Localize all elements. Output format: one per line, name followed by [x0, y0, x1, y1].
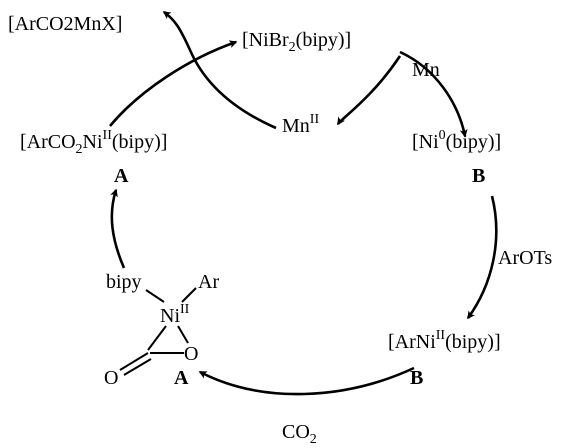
bond-ni-oxygen — [177, 325, 189, 344]
carboxylate-tag: A — [114, 165, 129, 187]
ring-oxygen-label: O — [184, 343, 198, 365]
aryl-label: Ar — [198, 271, 219, 293]
reagent-label: ArOTs — [498, 247, 552, 269]
bond-bipy-ni — [145, 289, 165, 303]
carboxylate-label: [ArCO2NiII(bipy)] — [20, 128, 167, 157]
bipy-ligand-label: bipy — [106, 271, 142, 293]
arylnickel-tag: B — [410, 367, 423, 389]
byproduct-label: [ArCO2MnX] — [8, 13, 122, 35]
arrow-to-carboxylate — [110, 188, 126, 269]
ni0-tag: B — [472, 165, 485, 187]
bond-ar-ni — [181, 287, 197, 303]
arrow-oxidative-addition — [466, 195, 498, 320]
mn-ii-label: MnII — [282, 112, 319, 137]
bond-ni-carbon — [147, 325, 167, 351]
carbonyl-oxygen-label: O — [104, 367, 118, 389]
arrow-co2-insertion — [198, 366, 415, 396]
arrow-reduction — [399, 50, 468, 138]
oxanickelacycle-tag: A — [174, 367, 189, 389]
oxanickelacycle-structure: bipy Ar NiII O O A — [104, 271, 219, 389]
ni0-label: [Ni0(bipy)] — [412, 128, 501, 153]
catalyst-label: [NiBr2(bipy)] — [242, 29, 351, 55]
co2-label: CO2 — [282, 421, 317, 447]
arrow-mn-ii-release — [336, 55, 402, 126]
arrow-mn-exchange — [109, 40, 238, 127]
bond-carbonyl-2 — [123, 358, 152, 376]
arrow-byproduct-release — [162, 10, 277, 130]
nickel-center-label: NiII — [160, 302, 190, 327]
bond-carbonyl-1 — [119, 352, 149, 371]
arylnickel-label: [ArNiII(bipy)] — [388, 328, 501, 353]
